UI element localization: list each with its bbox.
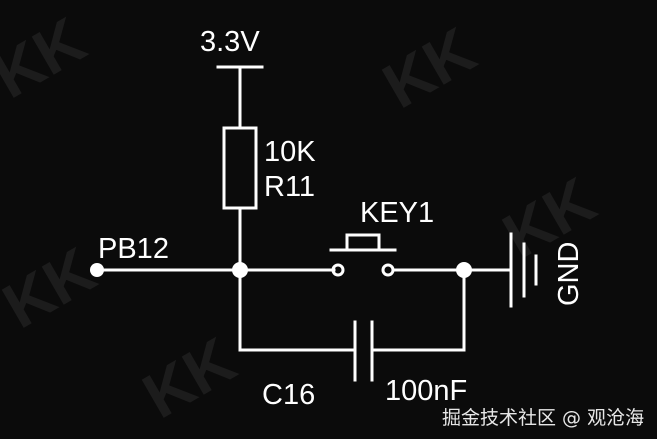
resistor-ref-label: R11 <box>264 171 315 203</box>
svg-text:KK: KK <box>491 164 607 273</box>
background-watermark: KK KK KK KK KK <box>0 4 607 433</box>
ground-symbol <box>509 232 538 308</box>
svg-text:KK: KK <box>0 234 107 343</box>
switch-ref-label: KEY1 <box>360 197 434 229</box>
capacitor-value-label: 100nF <box>385 375 467 407</box>
site-watermark: 掘金技术社区 @ 观沧海 <box>442 407 644 429</box>
push-button-key1 <box>329 233 397 277</box>
capacitor-ref-label: C16 <box>262 379 315 411</box>
svg-text:KK: KK <box>0 4 97 113</box>
resistor-value-label: 10K <box>264 136 316 168</box>
supply-label: 3.3V <box>200 26 260 58</box>
pb12-label: PB12 <box>98 233 169 265</box>
ground-label: GND <box>553 242 585 306</box>
resistor-body <box>222 126 258 210</box>
svg-text:KK: KK <box>371 14 487 123</box>
svg-text:KK: KK <box>131 324 247 433</box>
pb12-terminal <box>90 263 104 277</box>
